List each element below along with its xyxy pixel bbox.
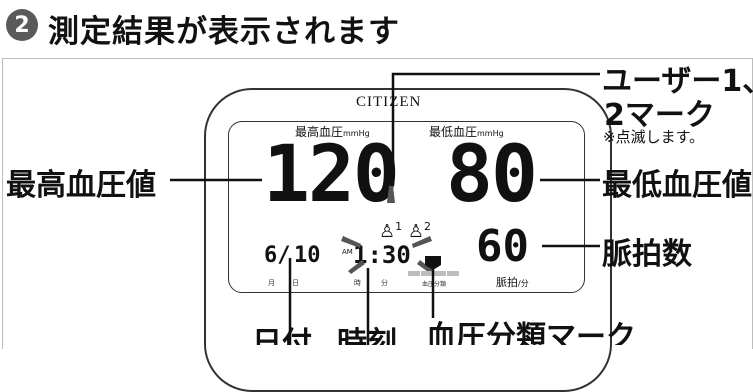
- user-marks: ♙1 ♙2: [379, 220, 431, 242]
- user2-number: 2: [424, 220, 432, 233]
- callout-user-mark-note: ※点滅します。: [603, 128, 705, 146]
- pulse-label: 脈拍/分: [496, 274, 529, 290]
- callout-classification: 血圧分類マーク: [426, 320, 636, 345]
- systolic-value: 120: [263, 130, 400, 220]
- label-day: 日: [292, 279, 299, 287]
- user1-icon: ♙: [379, 221, 396, 242]
- lcd-screen: [228, 121, 585, 293]
- ampm-indicator: AM: [342, 248, 353, 256]
- diagram-overlay: [170, 72, 600, 345]
- step-title: 測定結果が表示されます: [48, 14, 400, 50]
- pulse-label-unit: /分: [518, 279, 529, 288]
- blink-tick: [387, 186, 395, 203]
- user1-number: 1: [395, 220, 403, 233]
- pulse-value: 60: [476, 221, 529, 272]
- diastolic-value: 80: [446, 130, 538, 220]
- systolic-header: 最高血圧mmHg: [295, 123, 370, 140]
- callout-systolic: 最高血圧値: [6, 168, 156, 203]
- date-day: 10: [294, 243, 321, 268]
- blink-tick: [412, 236, 432, 248]
- diastolic-header-unit: mmHg: [477, 129, 504, 138]
- step-number-badge: 2: [6, 9, 38, 41]
- callout-pulse: 脈拍数: [602, 237, 692, 272]
- callout-user-mark-line2: 2マーク: [604, 98, 715, 133]
- callout-user-mark-line1: ユーザー1、: [602, 64, 753, 99]
- brand-logo: CITIZEN: [356, 94, 422, 110]
- user2-icon: ♙: [407, 221, 425, 242]
- classification-marker: [425, 256, 441, 270]
- pulse-label-text: 脈拍: [496, 276, 518, 289]
- date-month: 6/: [264, 243, 291, 268]
- diastolic-header: 最低血圧mmHg: [429, 123, 504, 140]
- label-hour: 時: [354, 279, 361, 287]
- systolic-header-unit: mmHg: [343, 129, 370, 138]
- blink-tick: [417, 260, 434, 274]
- systolic-header-label: 最高血圧: [295, 125, 344, 139]
- callout-time: 時刻: [337, 326, 397, 345]
- blink-tick: [341, 236, 361, 248]
- label-month: 月: [268, 279, 275, 287]
- label-minute: 分: [381, 279, 388, 287]
- leader-lines: [170, 72, 600, 345]
- blink-ticks: [341, 186, 434, 274]
- callout-diastolic: 最低血圧値: [602, 168, 752, 203]
- diastolic-header-label: 最低血圧: [429, 125, 478, 139]
- leader-line-user-mark: [391, 72, 600, 186]
- classification-bar: [408, 271, 459, 276]
- callout-date: 日付: [252, 326, 312, 345]
- blink-tick: [348, 260, 365, 274]
